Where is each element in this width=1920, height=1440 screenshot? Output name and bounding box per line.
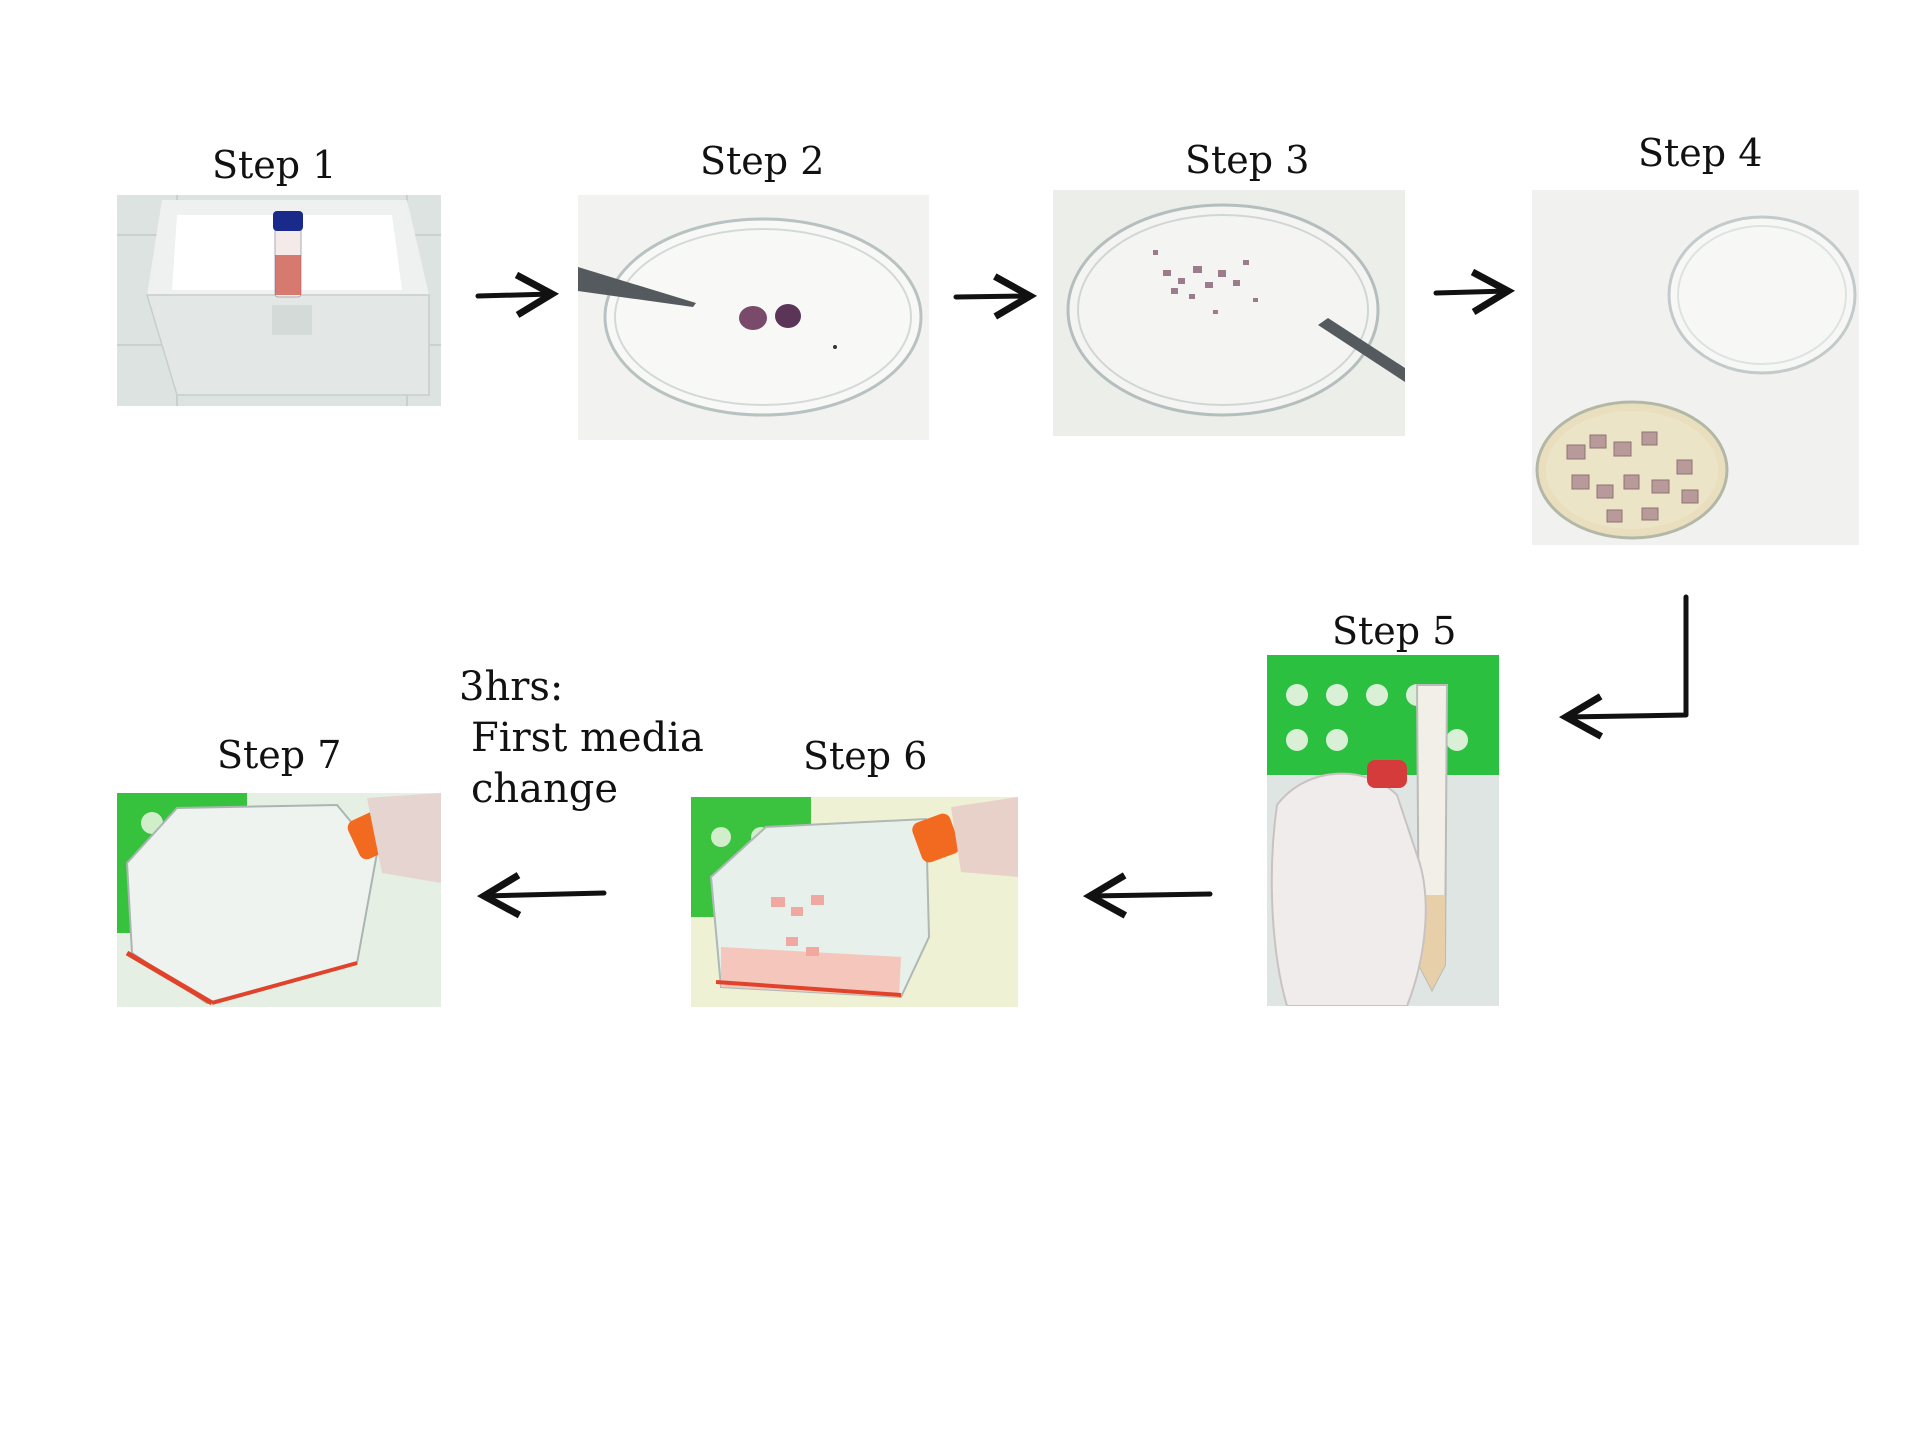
step-2-label: Step 2 [700, 139, 825, 183]
step-5-photo [1267, 655, 1499, 1006]
step-3-photo [1053, 190, 1405, 436]
step-3-label: Step 3 [1185, 138, 1310, 182]
arrow-step3-to-step4 [1433, 268, 1516, 315]
arrow-step5-to-step6 [1082, 872, 1213, 919]
arrow-step4-to-step5 [1558, 594, 1689, 740]
step-2-photo [578, 195, 929, 440]
step-7-label: Step 7 [217, 733, 342, 777]
step-7-photo [117, 793, 441, 1007]
note-line-2: First media [471, 715, 704, 761]
step-6-label: Step 6 [803, 734, 928, 778]
step-4-label: Step 4 [1638, 131, 1763, 175]
arrow-step6-to-step7 [476, 872, 607, 919]
media-change-note: 3hrs: First media change [459, 662, 719, 815]
step-4-photo [1532, 190, 1859, 545]
arrow-step1-to-step2 [475, 271, 560, 318]
step-1-photo [117, 195, 441, 406]
arrow-step2-to-step3 [953, 273, 1038, 320]
step-6-photo [691, 797, 1018, 1007]
step-5-label: Step 5 [1332, 609, 1457, 653]
note-line-1: 3hrs: [459, 664, 564, 710]
note-line-3: change [471, 766, 619, 812]
step-1-label: Step 1 [212, 143, 337, 187]
